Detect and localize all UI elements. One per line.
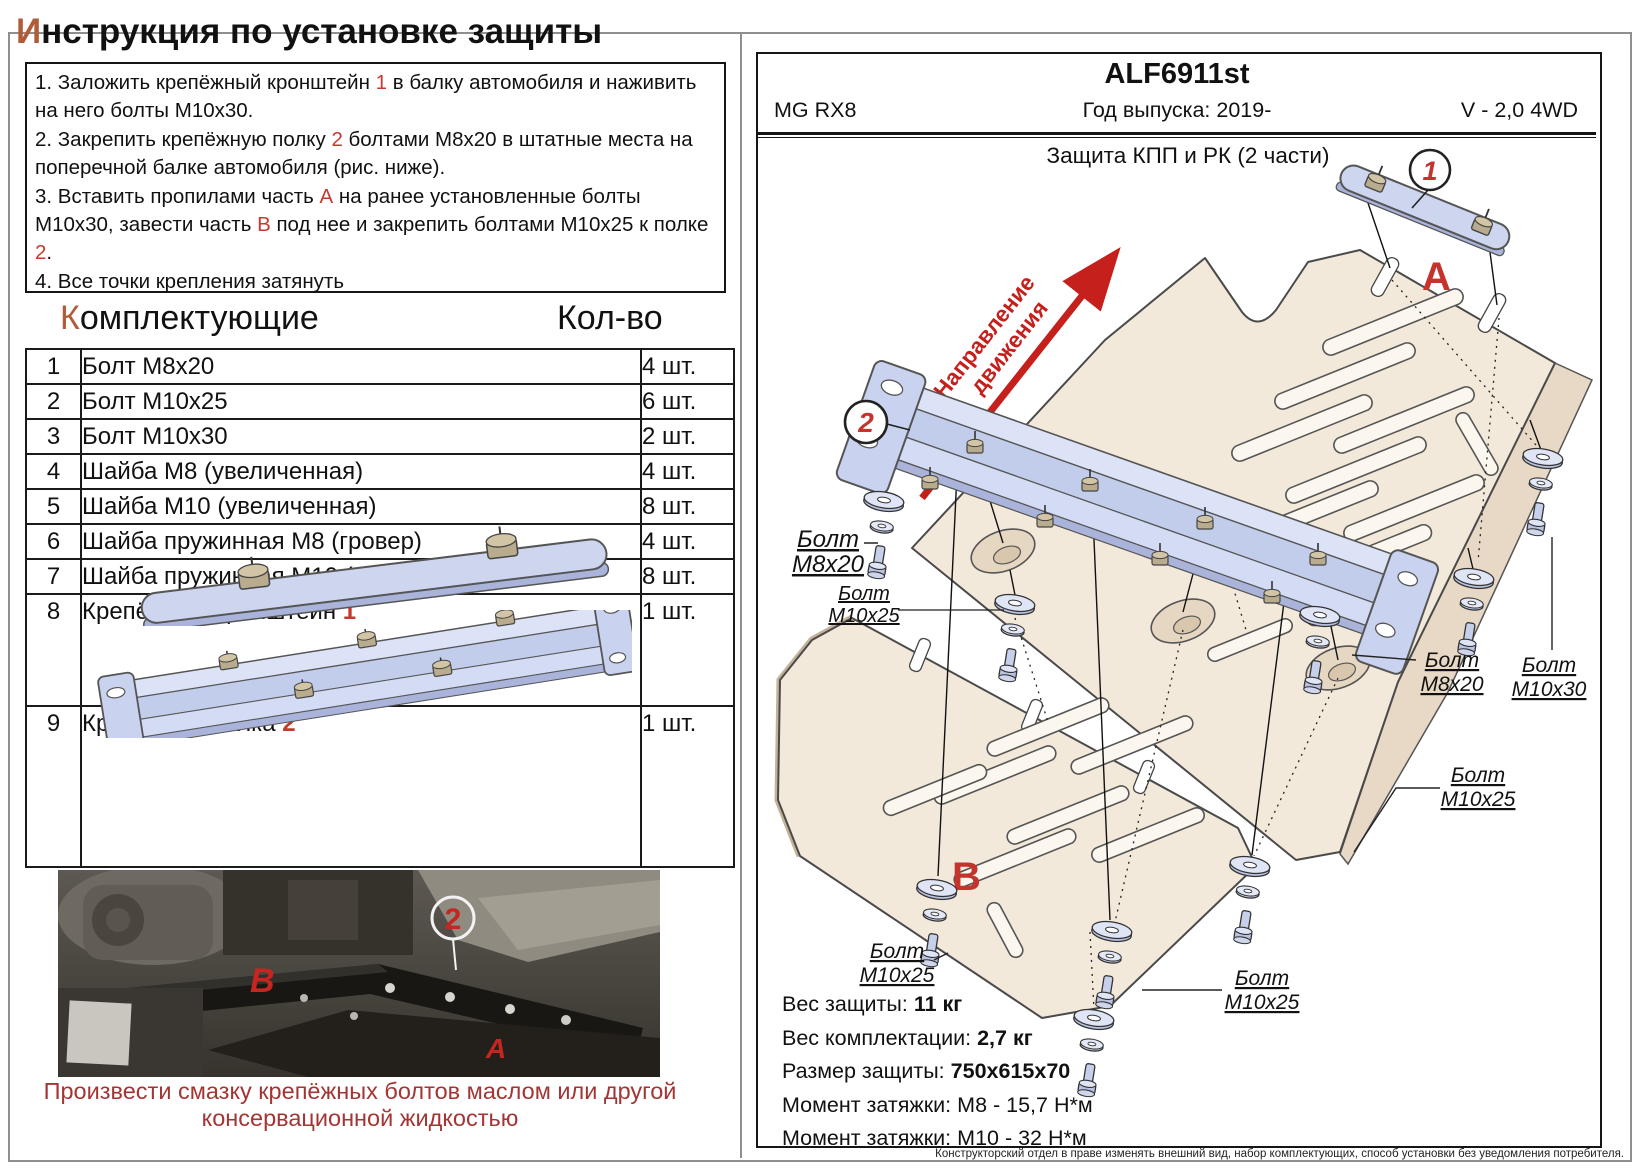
bolt-label-m10x30: Болт М10х30 — [1512, 537, 1587, 701]
header-divider — [758, 132, 1596, 135]
svg-text:М10х30: М10х30 — [1512, 678, 1587, 701]
bracket-1-image — [140, 526, 610, 626]
step-4: 4. Все точки крепления затянуть — [35, 269, 345, 293]
svg-text:Болт: Болт — [1522, 654, 1576, 677]
manufacturer-disclaimer: Конструкторский отдел в праве изменять в… — [935, 1148, 1624, 1160]
step-1: 1. Заложить крепёжный кронштейн 1 в балк… — [35, 71, 697, 123]
bracket-2-image — [97, 610, 632, 738]
step-3: 3. Вставить пропилами часть А на ранее у… — [35, 184, 709, 265]
header-divider-thin — [758, 137, 1596, 138]
lubrication-note: Произвести смазку крепёжных болтов масло… — [43, 1078, 677, 1131]
svg-text:Болт: Болт — [797, 526, 859, 553]
table-row-bracket-2: 9 Крепёжная полка 2 — [25, 610, 735, 868]
svg-text:М10х25: М10х25 — [1225, 991, 1300, 1014]
svg-text:1: 1 — [1422, 156, 1437, 186]
svg-text:М10х25: М10х25 — [860, 964, 935, 987]
bolt-label-m10x25-bottom-left: Болт М10х25 — [860, 940, 949, 987]
svg-text:Болт: Болт — [838, 583, 890, 605]
vehicle-model: MG RX8 — [774, 98, 857, 122]
installation-photo: B 2 A — [58, 870, 660, 1077]
drawing-title: Защита КПП и РК (2 части) — [1047, 143, 1330, 168]
title-accent-letter: И — [16, 12, 42, 51]
bolt-label-m8x20-right: Болт М8х20 — [1351, 649, 1484, 696]
photo-label-a: A — [485, 1033, 506, 1064]
part-a-letter: А — [1422, 255, 1451, 299]
installation-steps: 1. Заложить крепёжный кронштейн 1 в балк… — [25, 62, 726, 293]
svg-text:Болт: Болт — [1425, 649, 1479, 672]
part-b-plate: В — [777, 617, 1257, 1019]
page-title: Инструкция по установке защиты — [16, 12, 603, 51]
callout-2: 2 — [843, 399, 911, 445]
photo-label-b: B — [250, 962, 275, 1000]
svg-text:М8х20: М8х20 — [1420, 673, 1483, 696]
svg-text:Болт: Болт — [1451, 764, 1505, 787]
bolt-label-m10x25-right: Болт М10х25 — [1353, 764, 1516, 853]
spec-torque-m8: Момент затяжки:М8 - 15,7 Н*м — [782, 1092, 1093, 1117]
column-divider — [740, 32, 742, 1158]
bolt-label-m10x25-bottom-right: Болт М10х25 — [1142, 967, 1300, 1014]
table-row-bracket-1: 8 Крепёжный кронштейн 1 1 шт. — [25, 526, 735, 707]
step-2: 2. Закрепить крепёжную полку 2 болтами М… — [35, 127, 693, 180]
svg-text:Болт: Болт — [1235, 967, 1289, 990]
outer-frame — [8, 32, 1632, 1162]
svg-text:2: 2 — [857, 407, 874, 438]
bolt-label-m8x20-left: Болт М8х20 — [792, 526, 878, 578]
spec-torque-m10: Момент затяжки:М10 - 32 Н*м — [782, 1126, 1087, 1150]
exploded-drawing: Защита КПП и РК (2 части) Направление дв… — [774, 143, 1593, 1100]
production-year: Год выпуска: 2019- — [1082, 98, 1272, 122]
specs-block: Вес защиты:11 кг Вес комплектации:2,7 кг… — [782, 988, 1202, 1156]
parts-table-header: Комплектующие Кол-во — [25, 299, 733, 347]
mounting-bracket-2 — [835, 360, 1440, 675]
spec-size: Размер защиты:750х615х70 — [782, 1059, 1071, 1083]
svg-text:М10х25: М10х25 — [828, 605, 900, 627]
mounting-bracket-1 — [1335, 161, 1511, 257]
bolt-label-m10x25-left: Болт М10х25 — [828, 583, 1004, 627]
panel-header: ALF6911st MG RX8 Год выпуска: 2019- V - … — [756, 52, 1598, 132]
qty-heading: Кол-во — [557, 299, 663, 337]
svg-text:М8х20: М8х20 — [792, 551, 865, 578]
spec-weight: Вес защиты:11 кг — [782, 992, 963, 1016]
svg-text:Болт: Болт — [870, 940, 924, 963]
spec-kit-weight: Вес комплектации:2,7 кг — [782, 1025, 1033, 1050]
part-number: ALF6911st — [1104, 58, 1250, 90]
engine-variant: V - 2,0 4WD — [1460, 98, 1578, 122]
components-heading: Комплектующие — [60, 299, 319, 337]
svg-text:М10х25: М10х25 — [1441, 788, 1516, 811]
photo-label-2: 2 — [445, 903, 462, 936]
callout-1: 1 — [1408, 148, 1452, 209]
